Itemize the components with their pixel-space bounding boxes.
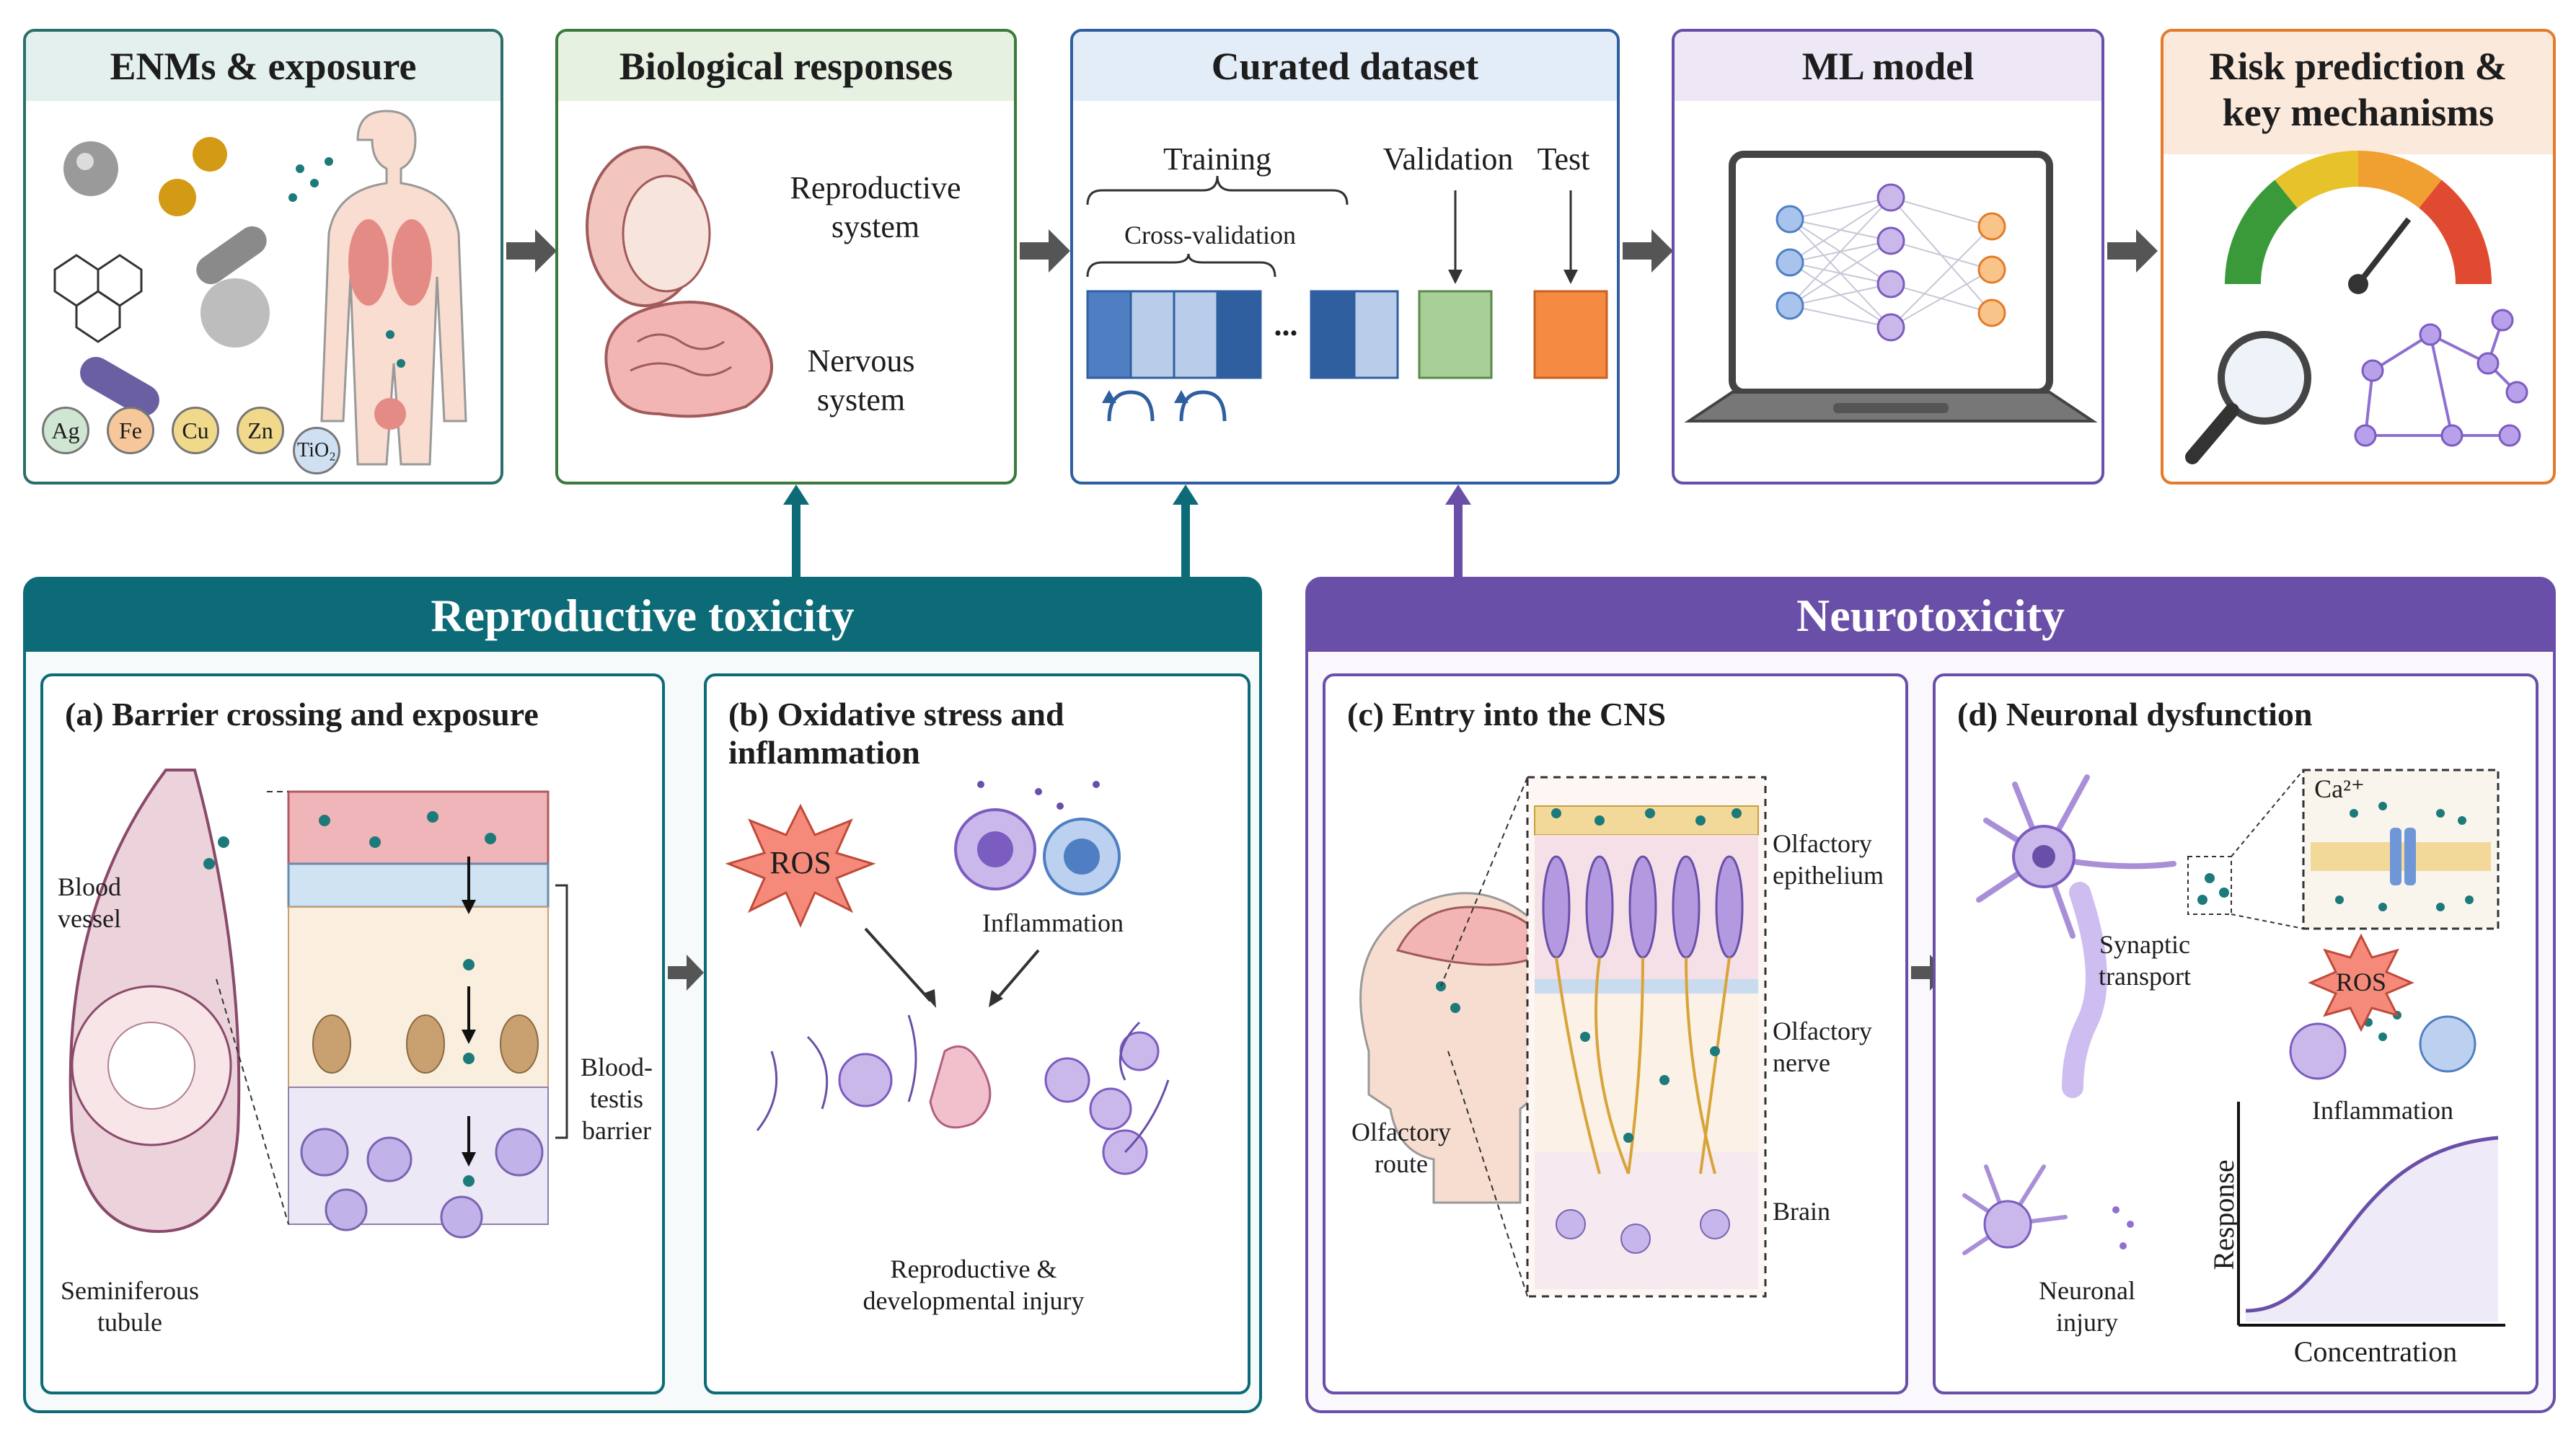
oxidative-stress-illustration bbox=[725, 781, 1170, 1175]
flow-arrow-4 bbox=[2107, 229, 2158, 273]
reproductive-band: Reproductive toxicity (a) Barrier crossi… bbox=[23, 577, 1262, 1413]
curated-dataset-box: Curated dataset Training Cross-validatio… bbox=[1070, 29, 1620, 485]
dose-response-curve bbox=[2237, 1102, 2505, 1327]
blood-vessel-label: Blood vessel bbox=[58, 872, 122, 933]
response-axis-label: Response bbox=[2207, 1159, 2240, 1270]
olfactory-route-label: Olfactory route bbox=[1351, 1118, 1451, 1178]
panel-a-title: (a) Barrier crossing and exposure bbox=[65, 696, 539, 733]
organ-illustration bbox=[586, 146, 773, 418]
up-arrow-dataset-neuro bbox=[1445, 485, 1471, 578]
chip-cu: Cu bbox=[172, 407, 219, 454]
neuronal-dysfunction-illustration bbox=[1962, 769, 2505, 1327]
ml-header-bg bbox=[1675, 32, 2101, 101]
validation-label: Validation bbox=[1382, 141, 1514, 177]
chip-tio2: TiO₂ bbox=[293, 427, 340, 474]
flow-arrow-3 bbox=[1623, 229, 1673, 273]
blood-testis-illustration bbox=[69, 769, 568, 1239]
risk-gauge-network bbox=[2185, 150, 2528, 464]
dataset-title: Curated dataset bbox=[1211, 45, 1479, 88]
reproductive-heading: Reproductive toxicity bbox=[26, 580, 1259, 652]
cross-validation-label: Cross-validation bbox=[1124, 221, 1296, 249]
nanoparticle-illustration bbox=[53, 110, 467, 466]
brain-label: Brain bbox=[1773, 1197, 1830, 1226]
panel-b-title: (b) Oxidative stress and inflammation bbox=[728, 696, 1064, 771]
bio-item-nervous: Nervous system bbox=[807, 343, 915, 417]
neuronal-injury-label: Neuronal injury bbox=[2039, 1276, 2135, 1337]
bio-item-reproductive: Reproductive system bbox=[790, 170, 961, 244]
synaptic-transport-label: Synaptic transport bbox=[2099, 930, 2191, 991]
panel-c-title: (c) Entry into the CNS bbox=[1347, 696, 1667, 733]
bio-title: Biological responses bbox=[619, 45, 953, 88]
up-arrow-dataset-repro bbox=[1173, 485, 1199, 578]
enm-title: ENMs & exposure bbox=[110, 45, 417, 88]
training-label: Training bbox=[1163, 141, 1271, 177]
panel-b-ros: ROS bbox=[769, 845, 832, 880]
repro-arrow-a-to-b bbox=[668, 955, 704, 991]
seminiferous-tubule-label: Seminiferous tubule bbox=[61, 1276, 199, 1337]
olfactory-epithelium-label: Olfactory epithelium bbox=[1773, 829, 1884, 890]
chip-fe: Fe bbox=[107, 407, 154, 454]
risk-title: Risk prediction & key mechanisms bbox=[2209, 45, 2507, 134]
panel-c: (c) Entry into the CNS Olfactory route O… bbox=[1323, 673, 1908, 1394]
laptop-neural-net bbox=[1684, 151, 2098, 423]
risk-header-bg bbox=[2163, 32, 2553, 154]
flow-arrow-2 bbox=[1020, 229, 1070, 273]
chip-zn: Zn bbox=[237, 407, 284, 454]
panel-b: (b) Oxidative stress and inflammation RO… bbox=[704, 673, 1250, 1394]
panel-d: (d) Neuronal dysfunction bbox=[1933, 673, 2538, 1394]
enm-exposure-box: ENMs & exposure Ag Fe Cu Zn TiO₂ bbox=[23, 29, 503, 485]
blood-testis-barrier-label: Blood-testis barrier bbox=[580, 1053, 653, 1145]
fold-ellipsis: ... bbox=[1274, 307, 1298, 342]
enm-header-bg bbox=[26, 32, 500, 101]
neuro-heading: Neurotoxicity bbox=[1308, 580, 2553, 652]
calcium-label: Ca²⁺ bbox=[2314, 774, 2365, 803]
panel-b-inflammation: Inflammation bbox=[982, 908, 1124, 937]
dataset-header-bg bbox=[1073, 32, 1617, 101]
flow-arrow-1 bbox=[506, 229, 557, 273]
panel-d-ros: ROS bbox=[2335, 968, 2387, 996]
test-label: Test bbox=[1537, 141, 1590, 177]
chip-ag: Ag bbox=[42, 407, 89, 454]
olfactory-nerve-label: Olfactory nerve bbox=[1773, 1017, 1872, 1077]
neuro-band: Neurotoxicity (c) Entry into the CNS Olf… bbox=[1305, 577, 2556, 1413]
dataset-split-diagram bbox=[1086, 175, 1608, 422]
bio-responses-box: Biological responses Reproductive system… bbox=[555, 29, 1017, 485]
panel-a: (a) Barrier crossing and exposure Blood … bbox=[40, 673, 665, 1394]
concentration-axis-label: Concentration bbox=[2293, 1335, 2458, 1368]
olfactory-entry-illustration bbox=[1359, 776, 1767, 1298]
ml-model-box: ML model bbox=[1672, 29, 2104, 485]
up-arrow-bio bbox=[783, 485, 809, 578]
bio-header-bg bbox=[558, 32, 1014, 101]
panel-d-inflammation: Inflammation bbox=[2312, 1096, 2453, 1125]
panel-d-title: (d) Neuronal dysfunction bbox=[1957, 696, 2313, 733]
risk-prediction-box: Risk prediction & key mechanisms bbox=[2161, 29, 2556, 485]
panel-b-injury: Reproductive & developmental injury bbox=[863, 1255, 1085, 1315]
ml-title: ML model bbox=[1801, 45, 1975, 88]
